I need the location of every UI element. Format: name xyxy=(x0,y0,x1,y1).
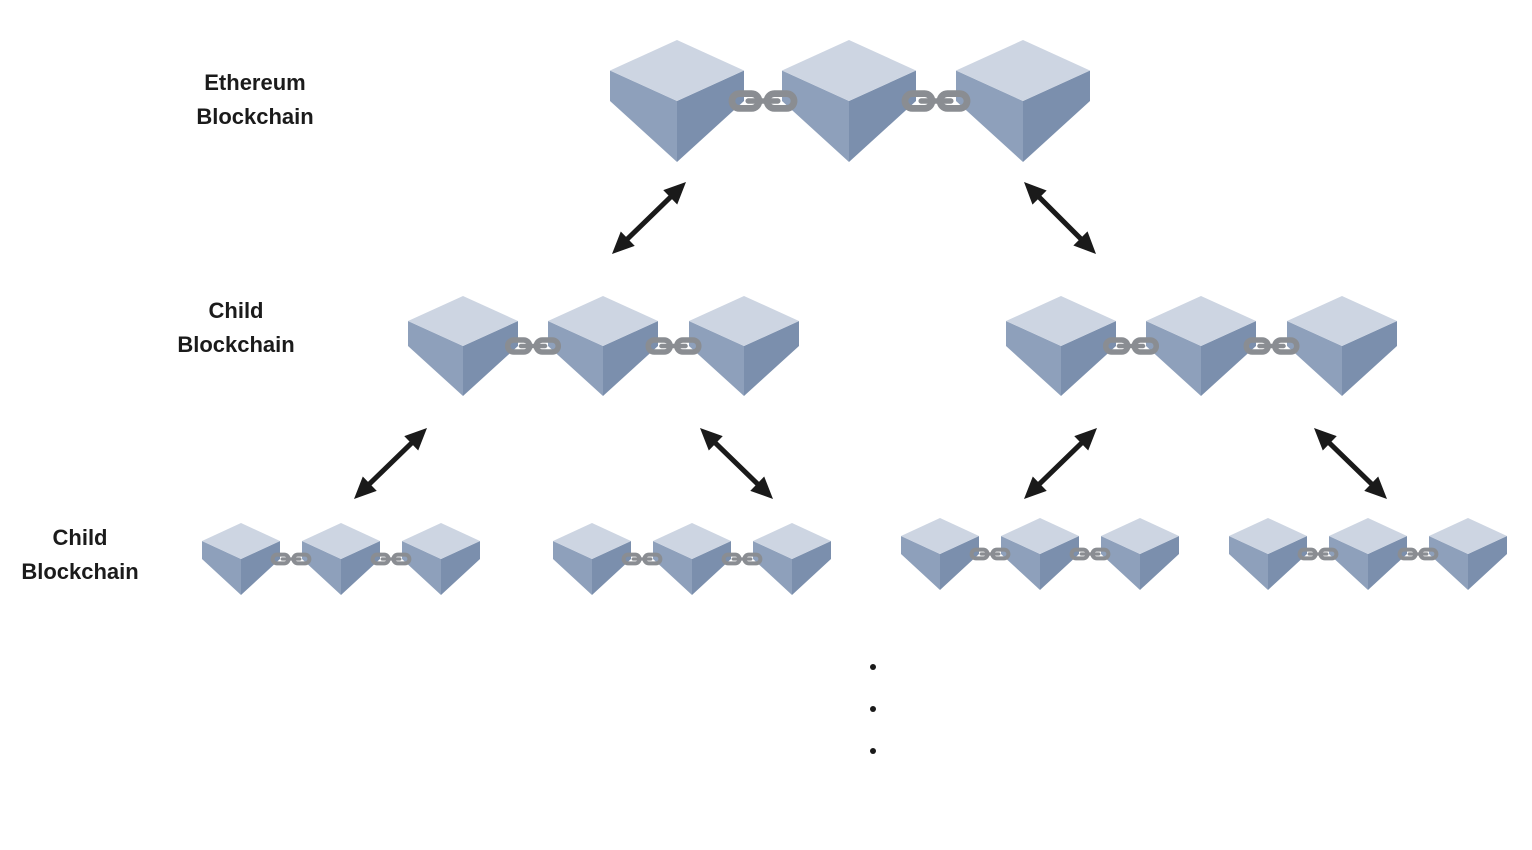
arrow-head xyxy=(700,428,723,451)
arrow-head xyxy=(404,428,427,451)
child-chain-l3-c-block-2 xyxy=(1001,518,1079,590)
ethereum-label-line1: Ethereum xyxy=(204,70,306,95)
arrow-head xyxy=(1024,476,1047,499)
cube-top-face xyxy=(302,523,380,559)
child-chain-l3-b-link-1 xyxy=(621,552,663,566)
child-chain-l2-a-link-1 xyxy=(504,337,562,355)
ethereum-chain-link-2 xyxy=(901,90,971,112)
cube-top-face xyxy=(653,523,731,559)
child-chain-l3-a-link-1 xyxy=(270,552,312,566)
child-chain-l3-d-block-2 xyxy=(1329,518,1407,590)
cube-top-face xyxy=(553,523,631,559)
child-label-level2-line2: Blockchain xyxy=(177,332,295,357)
cube-top-face xyxy=(402,523,480,559)
child-chain-l2-b-block-2 xyxy=(1146,296,1256,396)
arrow-child-b-to-l3-c xyxy=(1024,428,1097,499)
cube-top-face xyxy=(753,523,831,559)
child-chain-l3-c-link-1 xyxy=(969,547,1011,561)
ethereum-blockchain-label: Ethereum Blockchain xyxy=(180,66,330,134)
cube-top-face xyxy=(782,40,916,101)
arrow-head xyxy=(1073,231,1096,254)
child-chain-l3-b-link-2 xyxy=(721,552,763,566)
child-chain-l3-d-link-1 xyxy=(1297,547,1339,561)
arrow-shaft xyxy=(1324,438,1377,489)
arrow-shaft xyxy=(364,438,417,489)
child-label-level2-line1: Child xyxy=(208,298,264,323)
arrow-head xyxy=(750,476,773,499)
continuation-dots xyxy=(870,664,876,754)
arrows-layer xyxy=(354,182,1387,499)
cube-top-face xyxy=(1429,518,1507,554)
arrow-child-a-to-l3-a xyxy=(354,428,427,499)
arrow-head xyxy=(612,231,635,254)
cube-top-face xyxy=(901,518,979,554)
child-chain-l3-d-link-2 xyxy=(1397,547,1439,561)
child-blockchain-label-level3: Child Blockchain xyxy=(5,521,155,589)
cube-top-face xyxy=(1101,518,1179,554)
ethereum-chain-link-1 xyxy=(728,90,798,112)
cube-top-face xyxy=(956,40,1090,101)
arrow-head xyxy=(1024,182,1047,205)
child-chain-l3-a-link-2 xyxy=(370,552,412,566)
cube-top-face xyxy=(610,40,744,101)
cube-top-face xyxy=(1329,518,1407,554)
child-chain-l2-b-block-3 xyxy=(1287,296,1397,396)
arrow-ethereum-to-child-b xyxy=(1024,182,1096,254)
ethereum-chain-block-2 xyxy=(782,40,916,162)
cube-top-face xyxy=(1001,518,1079,554)
child-chain-l3-c-block-3 xyxy=(1101,518,1179,590)
child-chain-l2-b-link-1 xyxy=(1102,337,1160,355)
chain-links-layer xyxy=(270,90,1439,566)
arrow-shaft xyxy=(710,438,763,489)
arrow-child-b-to-l3-d xyxy=(1314,428,1387,499)
child-chain-l3-c-block-1 xyxy=(901,518,979,590)
child-blockchain-label-level2: Child Blockchain xyxy=(161,294,311,362)
arrow-shaft xyxy=(1034,192,1086,244)
arrow-head xyxy=(1074,428,1097,451)
arrow-head xyxy=(1314,428,1337,451)
child-chain-l3-c-link-2 xyxy=(1069,547,1111,561)
child-chain-l3-a-block-3 xyxy=(402,523,480,595)
arrow-ethereum-to-child-a xyxy=(612,182,686,254)
arrow-child-a-to-l3-b xyxy=(700,428,773,499)
ethereum-label-line2: Blockchain xyxy=(196,104,314,129)
cube-top-face xyxy=(689,296,799,346)
child-chain-l2-a-block-3 xyxy=(689,296,799,396)
child-chain-l3-a-block-1 xyxy=(202,523,280,595)
child-chain-l3-b-block-3 xyxy=(753,523,831,595)
cube-top-face xyxy=(1229,518,1307,554)
cube-top-face xyxy=(548,296,658,346)
child-label-level3-line2: Blockchain xyxy=(21,559,139,584)
blocks-layer xyxy=(202,40,1507,595)
child-chain-l3-d-block-1 xyxy=(1229,518,1307,590)
child-chain-l2-b-link-2 xyxy=(1243,337,1300,355)
continuation-dot xyxy=(870,748,876,754)
arrow-head xyxy=(663,182,686,205)
child-chain-l3-d-block-3 xyxy=(1429,518,1507,590)
child-chain-l2-a-block-2 xyxy=(548,296,658,396)
child-chain-l2-b-block-1 xyxy=(1006,296,1116,396)
cube-top-face xyxy=(1287,296,1397,346)
ethereum-chain-block-3 xyxy=(956,40,1090,162)
cube-top-face xyxy=(1146,296,1256,346)
child-chain-l2-a-link-2 xyxy=(645,337,702,355)
arrow-shaft xyxy=(622,192,676,244)
continuation-dot xyxy=(870,706,876,712)
cube-top-face xyxy=(202,523,280,559)
arrow-head xyxy=(354,476,377,499)
ethereum-chain-block-1 xyxy=(610,40,744,162)
arrow-head xyxy=(1364,476,1387,499)
child-chain-l3-b-block-1 xyxy=(553,523,631,595)
child-chain-l3-a-block-2 xyxy=(302,523,380,595)
cube-top-face xyxy=(1006,296,1116,346)
child-chain-l3-b-block-2 xyxy=(653,523,731,595)
arrow-shaft xyxy=(1034,438,1087,489)
child-label-level3-line1: Child xyxy=(52,525,108,550)
child-chain-l2-a-block-1 xyxy=(408,296,518,396)
continuation-dot xyxy=(870,664,876,670)
cube-top-face xyxy=(408,296,518,346)
